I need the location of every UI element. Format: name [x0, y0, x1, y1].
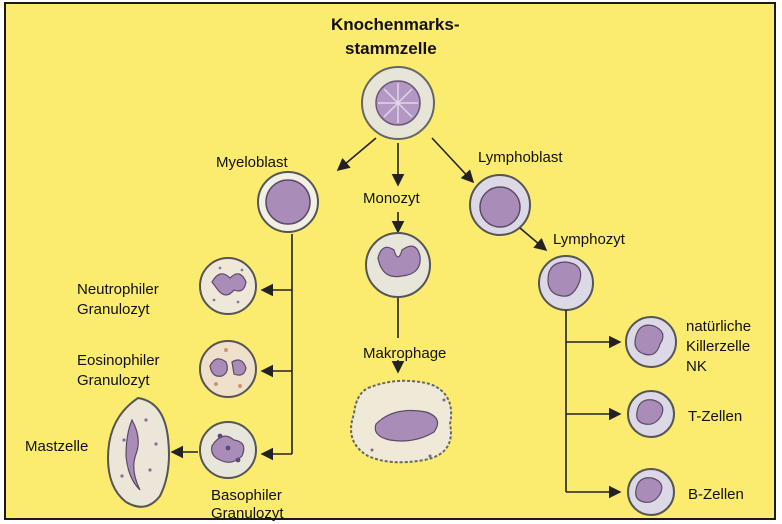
label-mastzelle: Mastzelle — [25, 437, 88, 456]
neutrophil-cell — [200, 258, 256, 314]
b-cell — [628, 469, 674, 515]
lymphozyt-cell — [539, 256, 593, 310]
title-line-1: Knochenmarks- — [331, 14, 459, 35]
label-nk-3: NK — [686, 357, 707, 376]
label-lymphoblast: Lymphoblast — [478, 148, 563, 167]
label-eosinophil-2: Granulozyt — [77, 371, 150, 390]
stem-cell — [362, 67, 434, 139]
lymphoblast-cell — [470, 175, 530, 235]
label-makrophage: Makrophage — [363, 344, 446, 363]
label-neutrophil-1: Neutrophiler — [77, 280, 159, 299]
label-monozyt: Monozyt — [363, 189, 420, 208]
label-tzellen: T-Zellen — [688, 407, 742, 426]
nk-cell — [626, 317, 676, 367]
myeloblast-cell — [258, 172, 318, 232]
label-basophil-1: Basophiler — [211, 486, 282, 505]
t-cell — [628, 391, 674, 437]
label-basophil-2: Granulozyt — [211, 504, 284, 523]
label-bzellen: B-Zellen — [688, 485, 744, 504]
label-eosinophil-1: Eosinophiler — [77, 351, 160, 370]
mastzelle-cell — [108, 398, 169, 507]
eosinophil-cell — [200, 341, 256, 397]
label-myeloblast: Myeloblast — [216, 153, 288, 172]
arrow-to-lymphozyt — [520, 228, 546, 250]
title-line-2: stammzelle — [345, 38, 437, 59]
label-lymphozyt: Lymphozyt — [553, 230, 625, 249]
label-nk-2: Killerzelle — [686, 337, 750, 356]
arrow-to-myeloblast — [338, 138, 376, 170]
monozyt-cell — [366, 233, 430, 297]
label-nk-1: natürliche — [686, 317, 751, 336]
arrow-to-lymphoblast — [432, 138, 473, 182]
makrophage-cell — [351, 381, 451, 462]
label-neutrophil-2: Granulozyt — [77, 300, 150, 319]
basophil-cell — [200, 422, 256, 478]
